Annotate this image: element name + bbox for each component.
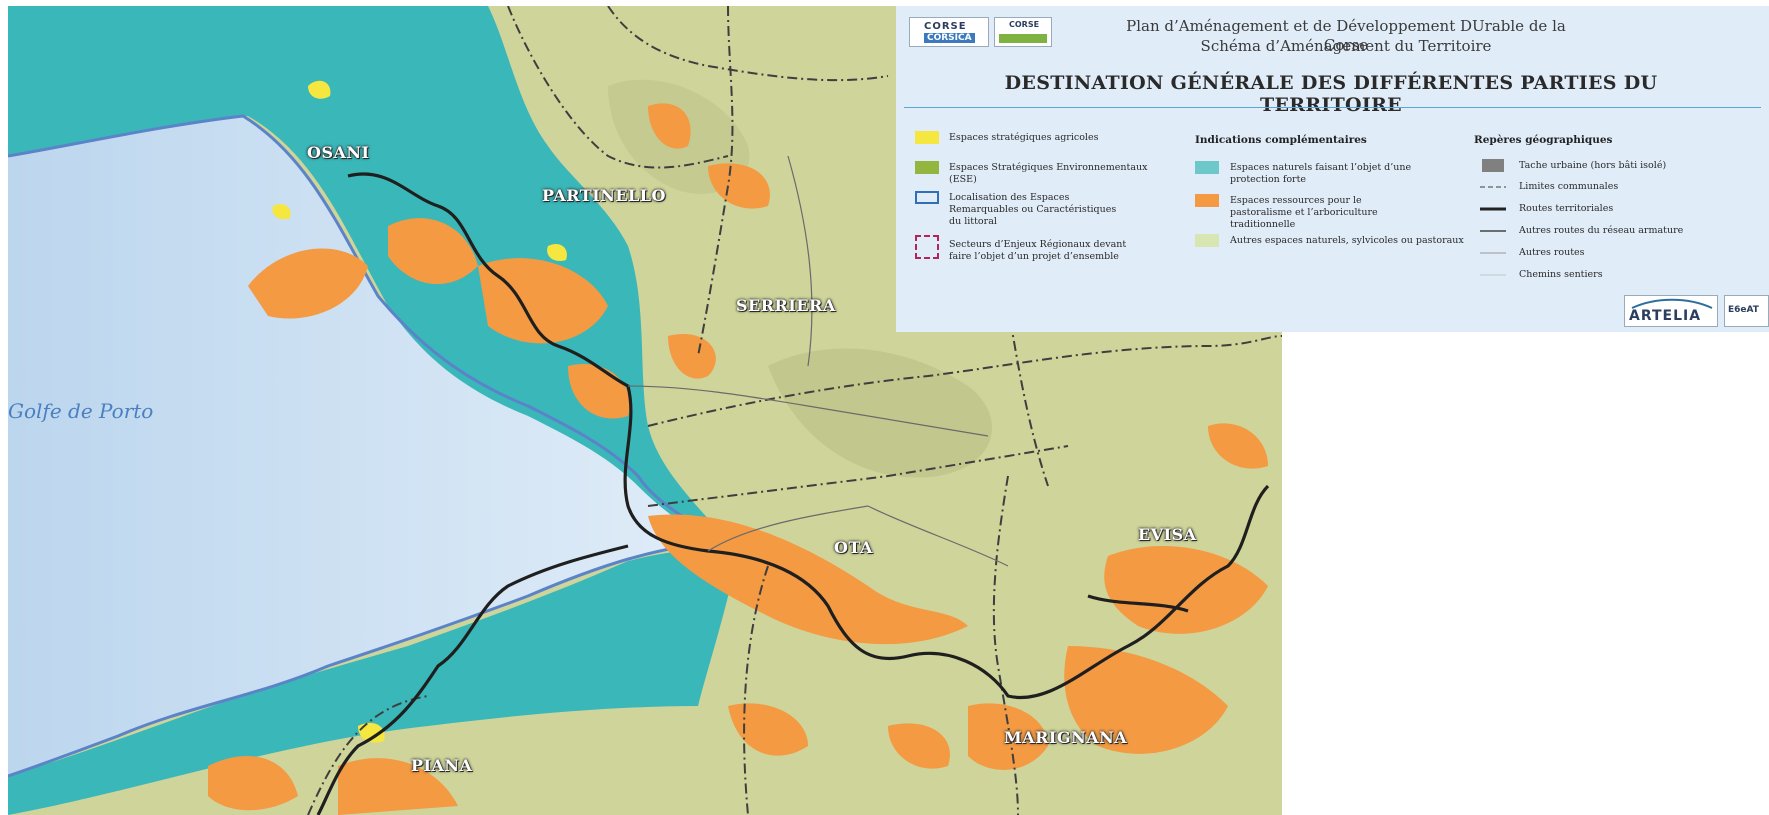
place-label-partinello: PARTINELLO	[542, 186, 666, 205]
place-label-evisa: EVISA	[1138, 525, 1197, 544]
corse-agency-logo: CORSE	[994, 17, 1052, 47]
shoreline	[8, 114, 734, 778]
place-label-ota: OTA	[834, 538, 873, 557]
swatch-other-roads	[1480, 252, 1506, 254]
legend-ese: Espaces Stratégiques Environnementaux (E…	[949, 162, 1148, 185]
other-roads	[627, 155, 1009, 567]
swatch-territorial-roads	[1480, 207, 1506, 211]
legend-territorial-roads: Routes territoriales	[1519, 203, 1614, 214]
legend-title-line2: Schéma d’Aménagement du Territoire	[1200, 37, 1492, 55]
corse-corsica-logo: CORSE CORSICA	[909, 17, 989, 47]
swatch-agricultural	[915, 131, 939, 144]
protected-zone-north	[8, 6, 728, 541]
agricultural-areas	[272, 80, 567, 743]
artelia-wordmark: ARTELIA	[1629, 308, 1702, 324]
swatch-pastoral	[1195, 194, 1219, 207]
swatch-urban	[1482, 159, 1504, 172]
legend-communal-limits: Limites communales	[1519, 181, 1619, 192]
artelia-logo: ARTELIA	[1624, 295, 1718, 327]
place-label-osani: OSANI	[307, 143, 370, 162]
legend-col2-title: Indications complémentaires	[1195, 134, 1367, 146]
swatch-armature-roads	[1480, 230, 1506, 232]
legend-regional-stakes: Secteurs d’Enjeux Régionaux devant faire…	[949, 239, 1127, 262]
agency-green-bar	[999, 34, 1047, 43]
swatch-ese	[915, 161, 939, 174]
legend-strong-protection: Espaces naturels faisant l’objet d’une p…	[1230, 162, 1412, 185]
swatch-communal-limits	[1480, 186, 1506, 188]
legend-col3-title: Repères géographiques	[1474, 134, 1613, 146]
swatch-strong-protection	[1195, 161, 1219, 174]
swatch-regional-stakes	[915, 235, 939, 259]
swatch-other-natural	[1195, 234, 1219, 247]
artelia-arc	[1631, 298, 1713, 309]
legend-paths: Chemins sentiers	[1519, 269, 1603, 280]
swatch-remarkable-spaces	[915, 191, 939, 204]
place-label-serriera: SERRIERA	[736, 296, 836, 315]
legend-remarkable-spaces: Localisation des Espaces Remarquables ou…	[949, 192, 1117, 227]
egeat-logo: E6eAT	[1724, 295, 1769, 327]
protected-zone-south	[8, 549, 738, 815]
place-label-piana: PIANA	[411, 756, 473, 775]
legend-armature-roads: Autres routes du réseau armature	[1519, 225, 1684, 236]
legend-pastoral: Espaces ressources pour le pastoralisme …	[1230, 195, 1378, 230]
swatch-paths	[1480, 274, 1506, 276]
legend-agricultural: Espaces stratégiques agricoles	[949, 132, 1099, 143]
territorial-roads	[316, 172, 1270, 815]
sea-label: Golfe de Porto	[8, 399, 154, 423]
legend-title-line1: Plan d’Aménagement et de Développement D…	[1126, 17, 1566, 54]
legend-main-title: DESTINATION GÉNÉRALE DES DIFFÉRENTES PAR…	[1004, 72, 1658, 116]
legend-other-natural: Autres espaces naturels, sylvicoles ou p…	[1230, 235, 1464, 246]
place-label-marignana: MARIGNANA	[1004, 728, 1128, 747]
legend-panel: CORSE CORSICA CORSE Plan d’Aménagement e…	[896, 6, 1769, 332]
legend-divider	[904, 107, 1761, 108]
sea-area	[8, 116, 728, 776]
legend-other-roads: Autres routes	[1519, 247, 1585, 258]
legend-urban: Tache urbaine (hors bâti isolé)	[1519, 160, 1667, 171]
